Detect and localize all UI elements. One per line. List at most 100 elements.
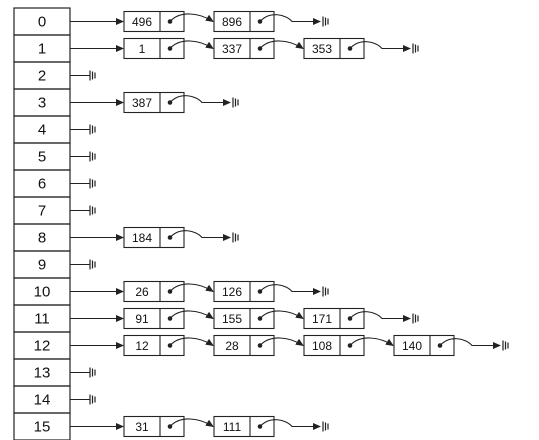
bucket-index: 14 <box>34 392 51 409</box>
next-pointer-arrow <box>259 310 304 320</box>
bucket-index: 3 <box>38 95 46 112</box>
next-pointer-arrow <box>349 41 411 52</box>
bucket-index: 11 <box>34 311 50 328</box>
list-node: 896 <box>213 10 275 33</box>
node-value: 171 <box>312 312 332 326</box>
null-terminator-icon <box>412 313 419 324</box>
list-node: 1 <box>123 37 185 60</box>
bucket-cell: 4 <box>13 115 71 144</box>
bucket-index: 9 <box>38 257 46 274</box>
next-pointer-arrow <box>169 418 214 428</box>
list-node: 387 <box>123 91 185 114</box>
list-node: 496 <box>123 10 185 33</box>
list-node: 126 <box>213 280 275 303</box>
next-pointer-arrow <box>259 40 304 50</box>
bucket-index: 5 <box>38 149 46 166</box>
next-pointer-arrow <box>349 311 411 322</box>
null-terminator-icon <box>322 421 329 432</box>
bucket-cell: 9 <box>13 250 71 279</box>
list-node: 28 <box>213 334 275 357</box>
node-value: 387 <box>132 96 152 110</box>
bucket-cell: 12 <box>13 331 71 360</box>
bucket-cell: 3 <box>13 88 71 117</box>
list-node: 337 <box>213 37 275 60</box>
null-terminator-icon <box>89 259 96 270</box>
null-terminator-icon <box>89 394 96 405</box>
bucket-cell: 2 <box>13 61 71 90</box>
bucket-index: 0 <box>38 14 46 31</box>
null-terminator-icon <box>89 205 96 216</box>
node-value: 28 <box>225 339 239 353</box>
bucket-cell: 7 <box>13 196 71 225</box>
list-node: 171 <box>303 307 365 330</box>
bucket-index: 12 <box>34 338 51 355</box>
next-pointer-arrow <box>169 230 231 241</box>
bucket-index: 13 <box>34 365 51 382</box>
next-pointer-arrow <box>259 337 304 347</box>
list-node: 108 <box>303 334 365 357</box>
null-terminator-icon <box>89 70 96 81</box>
null-terminator-icon <box>89 151 96 162</box>
node-value: 111 <box>223 420 242 434</box>
list-node: 26 <box>123 280 185 303</box>
bucket-index: 1 <box>38 41 46 58</box>
null-terminator-icon <box>232 232 239 243</box>
bucket-index: 4 <box>38 122 46 139</box>
chain-layer: 496 896 1 337 353 387 184 26 126 91 155 171 12 28 108 1… <box>70 10 509 438</box>
node-value: 353 <box>312 42 332 56</box>
null-terminator-icon <box>89 178 96 189</box>
node-value: 1 <box>139 42 146 56</box>
node-value: 155 <box>222 312 242 326</box>
bucket-index: 6 <box>38 176 46 193</box>
node-value: 12 <box>135 339 149 353</box>
bucket-index: 2 <box>38 68 46 85</box>
node-value: 91 <box>135 312 149 326</box>
next-pointer-arrow <box>259 419 321 430</box>
null-terminator-icon <box>322 286 329 297</box>
list-node: 12 <box>123 334 185 357</box>
bucket-cell: 8 <box>13 223 71 252</box>
null-terminator-icon <box>89 367 96 378</box>
node-value: 31 <box>135 420 149 434</box>
bucket-cell: 6 <box>13 169 71 198</box>
next-pointer-arrow <box>259 284 321 295</box>
null-terminator-icon <box>502 340 509 351</box>
next-pointer-arrow <box>169 337 214 347</box>
list-node: 31 <box>123 415 185 438</box>
bucket-index: 7 <box>38 203 46 220</box>
node-value: 184 <box>132 231 152 245</box>
list-node: 111 <box>213 415 275 438</box>
bucket-index: 15 <box>34 419 51 436</box>
bucket-cell: 15 <box>13 412 71 440</box>
list-node: 140 <box>393 334 455 357</box>
node-value: 140 <box>402 339 422 353</box>
null-terminator-icon <box>412 43 419 54</box>
list-node: 184 <box>123 226 185 249</box>
bucket-index: 10 <box>34 284 51 301</box>
bucket-cell: 14 <box>13 385 71 414</box>
next-pointer-arrow <box>349 337 394 347</box>
bucket-cell: 5 <box>13 142 71 171</box>
null-terminator-icon <box>232 97 239 108</box>
node-value: 108 <box>312 339 332 353</box>
next-pointer-arrow <box>169 283 214 293</box>
node-value: 896 <box>222 15 242 29</box>
next-pointer-arrow <box>259 14 321 25</box>
bucket-cell: 13 <box>13 358 71 387</box>
node-value: 337 <box>222 42 242 56</box>
bucket-cell: 0 <box>13 7 71 36</box>
null-terminator-icon <box>322 16 329 27</box>
node-value: 496 <box>132 15 152 29</box>
bucket-index: 8 <box>38 230 46 247</box>
bucket-cell: 1 <box>13 34 71 63</box>
bucket-cell: 10 <box>13 277 71 306</box>
list-node: 353 <box>303 37 365 60</box>
list-node: 155 <box>213 307 275 330</box>
null-terminator-icon <box>89 124 96 135</box>
next-pointer-arrow <box>439 338 501 349</box>
next-pointer-arrow <box>169 310 214 320</box>
bucket-cell: 11 <box>13 304 71 333</box>
node-value: 26 <box>135 285 149 299</box>
